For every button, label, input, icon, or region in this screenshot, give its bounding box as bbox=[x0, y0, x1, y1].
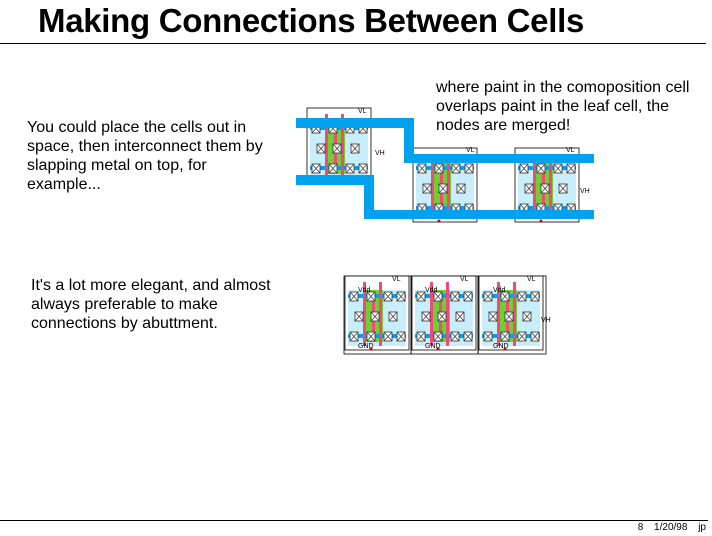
gnd-label-3: GND bbox=[493, 343, 509, 350]
svg-text:VH: VH bbox=[580, 188, 590, 195]
vdd-label-3: Vdd bbox=[493, 287, 506, 294]
vdd-label-2: Vdd bbox=[425, 287, 438, 294]
gnd-label-1: GND bbox=[358, 343, 374, 350]
page-number: 8 bbox=[637, 522, 644, 533]
svg-text:VL: VL bbox=[566, 147, 575, 154]
gnd-label-2: GND bbox=[425, 343, 441, 350]
footer-divider bbox=[0, 520, 708, 521]
slide-date: 1/20/98 bbox=[654, 522, 688, 533]
svg-text:VH: VH bbox=[375, 150, 385, 157]
slide-footer: 8 1/20/98 jp bbox=[630, 522, 706, 533]
svg-text:VL: VL bbox=[466, 147, 475, 154]
abutted-cells bbox=[343, 276, 547, 355]
svg-text:VL: VL bbox=[460, 276, 469, 283]
interconnect-metal bbox=[296, 118, 594, 219]
slide-title: Making Connections Between Cells bbox=[38, 2, 585, 39]
title-divider bbox=[0, 43, 706, 44]
paragraph-abuttment: It's a lot more elegant, and almost alwa… bbox=[31, 277, 271, 332]
svg-text:VH: VH bbox=[541, 317, 551, 324]
paragraph-space-placement: You could place the cells out in space, … bbox=[27, 119, 263, 193]
paragraph-node-merging: where paint in the comoposition cell ove… bbox=[436, 79, 690, 134]
slide-author: jp bbox=[698, 522, 706, 533]
vdd-label-1: Vdd bbox=[358, 287, 371, 294]
svg-text:VL: VL bbox=[527, 276, 536, 283]
svg-text:VL: VL bbox=[358, 108, 367, 115]
svg-text:VL: VL bbox=[392, 276, 401, 283]
